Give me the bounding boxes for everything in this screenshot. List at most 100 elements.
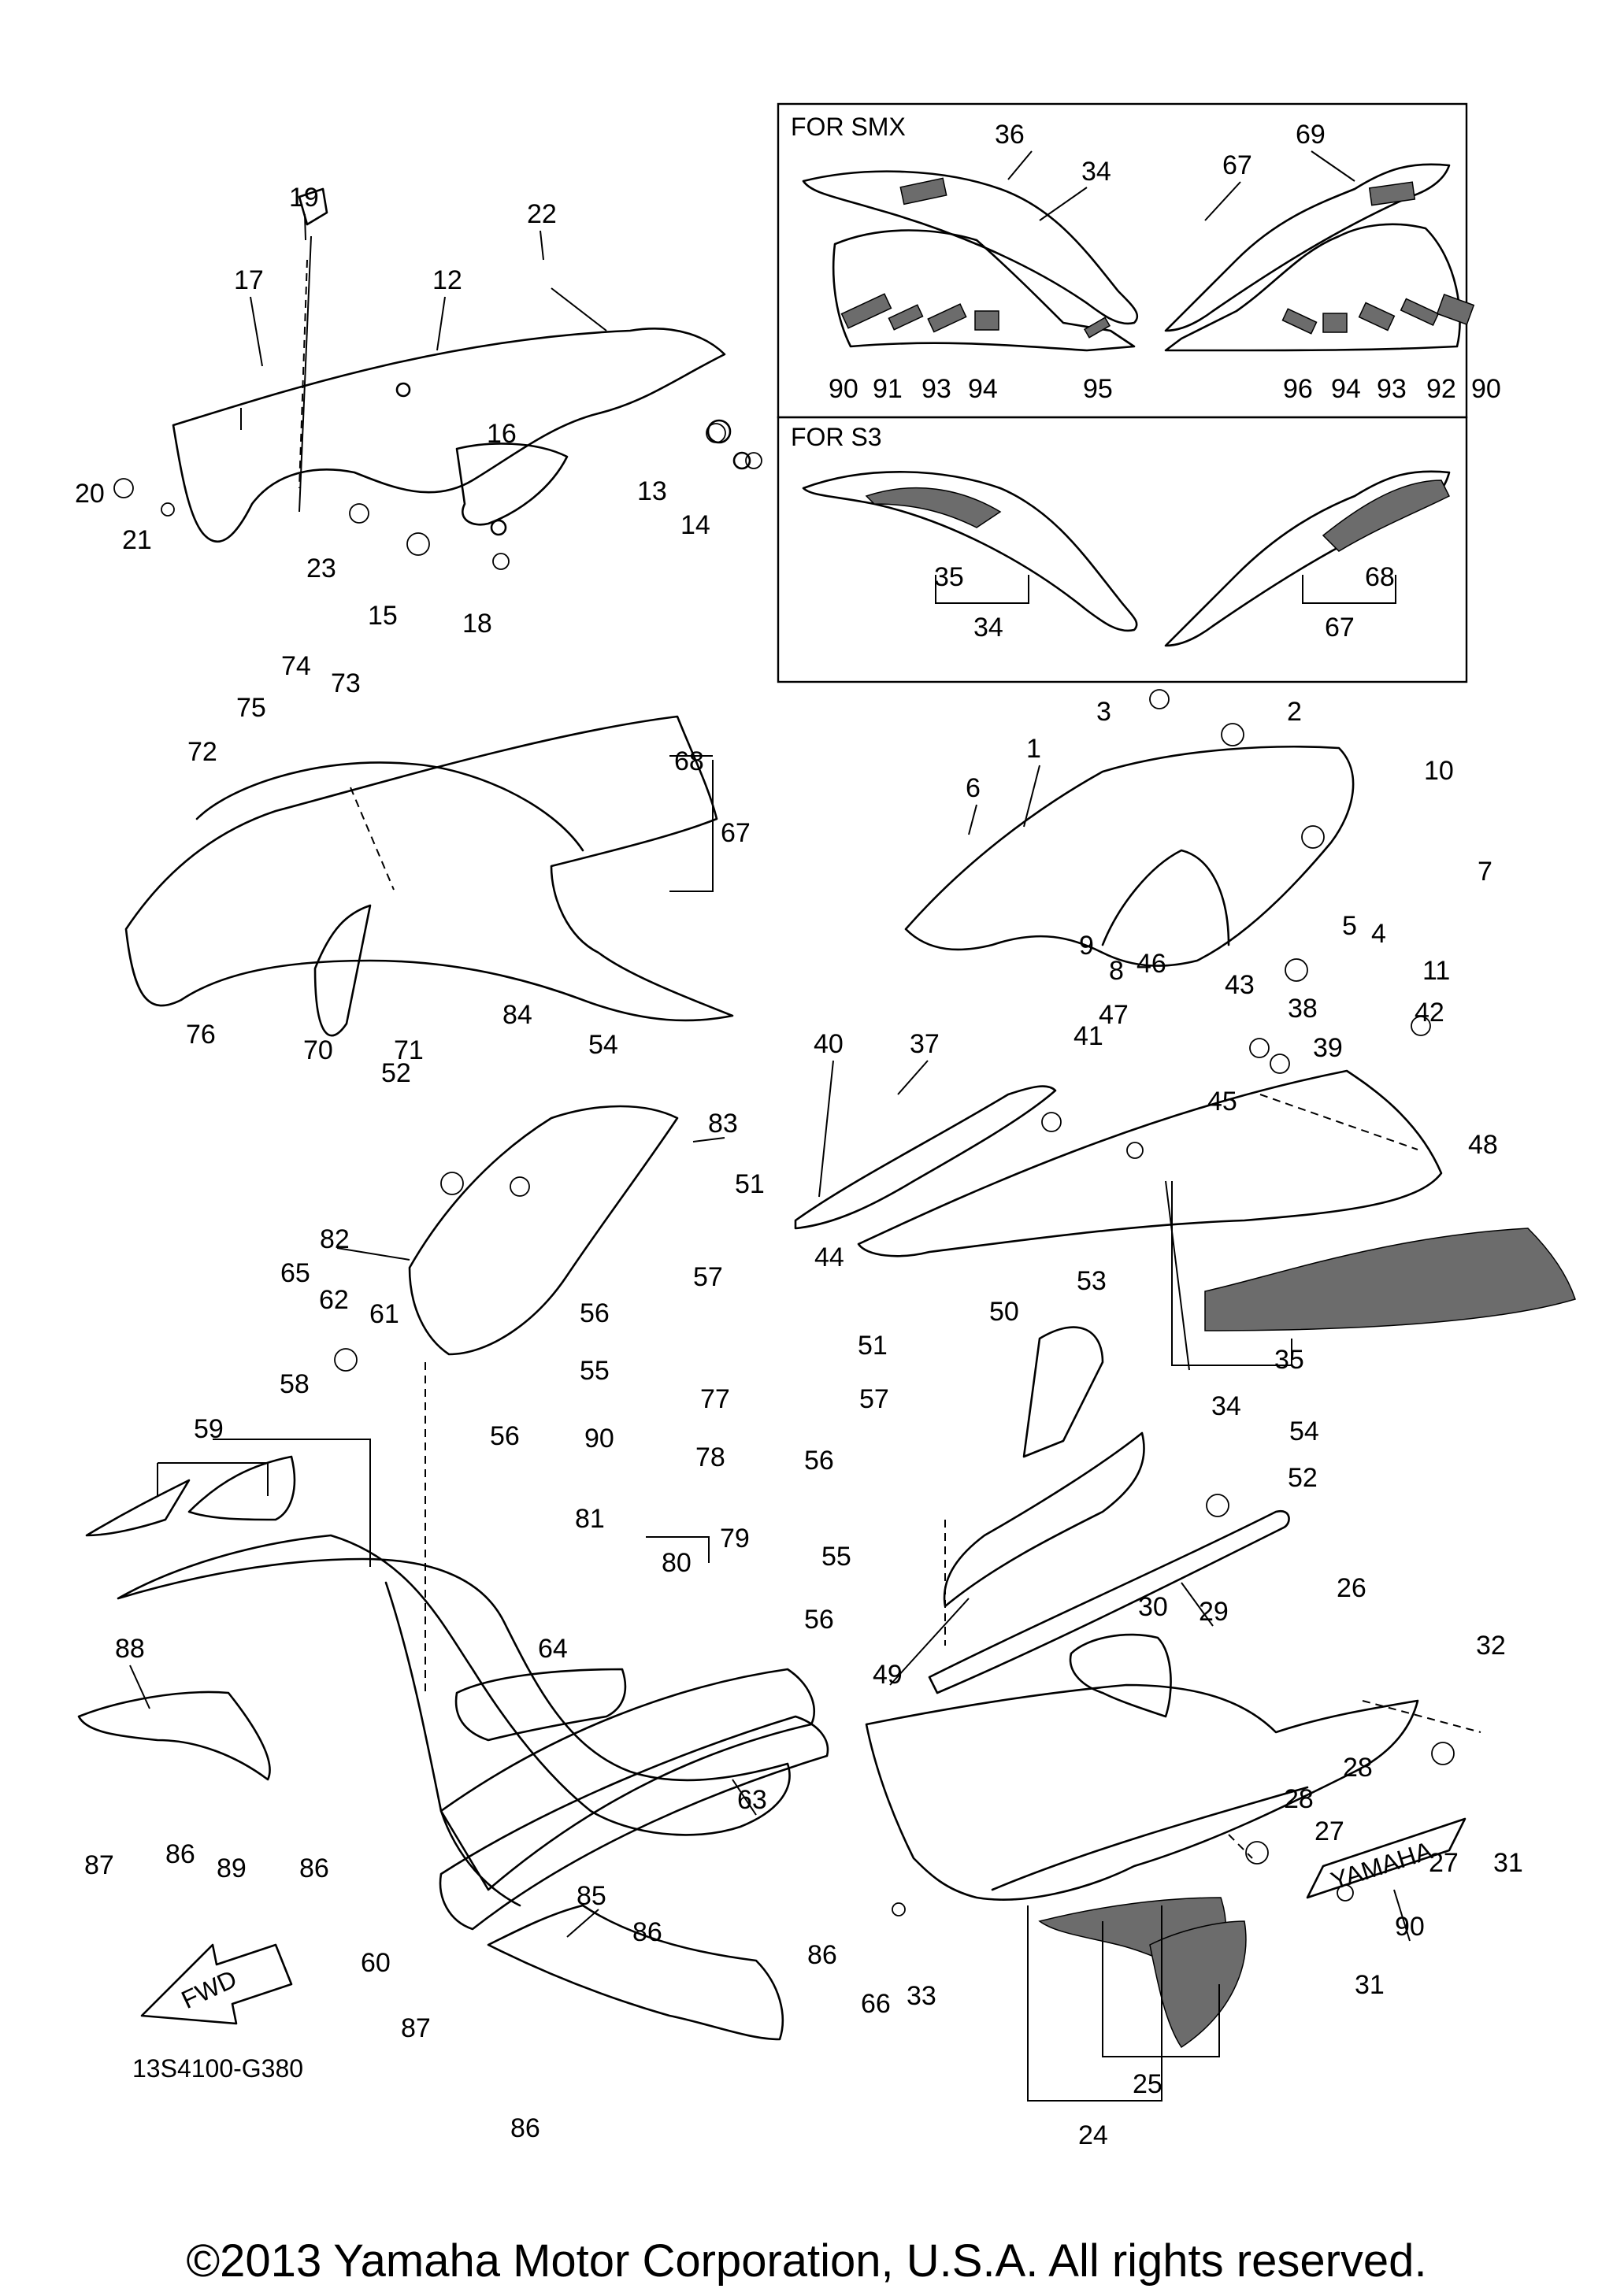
- callout-79: 79: [720, 1524, 750, 1554]
- callout-86d: 86: [807, 1940, 837, 1970]
- callout-28b: 28: [1284, 1784, 1314, 1814]
- s3-right-side-cover: [1164, 470, 1451, 647]
- callout-31b: 31: [1355, 1970, 1385, 2000]
- callout-52-right: 52: [1288, 1463, 1318, 1493]
- right-long-panel-34: [857, 1069, 1576, 1331]
- callout-22: 22: [527, 199, 557, 229]
- callout-92: 92: [1426, 374, 1456, 404]
- callout-5: 5: [1342, 911, 1357, 941]
- callout-44: 44: [814, 1242, 844, 1272]
- under-cover-88: [77, 1691, 271, 1781]
- callout-46: 46: [1137, 949, 1166, 979]
- callout-90b: 90: [1471, 374, 1501, 404]
- callout-36: 36: [995, 120, 1025, 150]
- callout-27b: 27: [1429, 1848, 1459, 1878]
- decal-25: [1038, 1897, 1247, 2049]
- callout-85: 85: [577, 1881, 606, 1911]
- callout-76: 76: [186, 1020, 216, 1050]
- callout-57: 57: [693, 1262, 723, 1292]
- callout-9: 9: [1079, 931, 1094, 961]
- air-duct-64: [454, 1668, 627, 1742]
- callout-61: 61: [369, 1299, 399, 1329]
- callout-42: 42: [1415, 998, 1444, 1028]
- callout-86b: 86: [299, 1853, 329, 1883]
- callout-18: 18: [462, 609, 492, 639]
- callout-66: 66: [861, 1989, 891, 2019]
- dashed-assembly-lines: [298, 259, 1481, 1859]
- callout-68-main: 68: [674, 746, 704, 776]
- callout-70: 70: [303, 1035, 333, 1065]
- callouts-upper-left: 19 17 12 22 16 20 21 13 14 23 15 18: [75, 183, 710, 639]
- callout-37: 37: [910, 1029, 940, 1059]
- callout-8: 8: [1109, 956, 1124, 986]
- callout-4: 4: [1371, 919, 1386, 949]
- callouts-smx: 36 34 69 67 90 91 93 94 95 96 94 93 92 9…: [829, 120, 1501, 404]
- inset-smx-title: FOR SMX: [791, 113, 906, 141]
- callout-43: 43: [1225, 970, 1255, 1000]
- callout-58: 58: [280, 1369, 310, 1399]
- callout-60: 60: [361, 1948, 391, 1978]
- diagram-code: 13S4100-G380: [132, 2054, 303, 2083]
- callout-52: 52: [381, 1058, 411, 1088]
- callout-71: 71: [394, 1035, 424, 1065]
- callout-86a: 86: [165, 1839, 195, 1869]
- fwd-arrow-icon: FWD: [140, 1943, 293, 2025]
- callout-87: 87: [84, 1850, 114, 1880]
- right-panel-decal-35: [1204, 1228, 1576, 1331]
- callout-13: 13: [637, 476, 667, 506]
- callout-49: 49: [873, 1660, 903, 1690]
- callout-95: 95: [1083, 374, 1113, 404]
- callout-38: 38: [1288, 994, 1318, 1024]
- callout-91: 91: [873, 374, 903, 404]
- callout-53: 53: [1077, 1266, 1107, 1296]
- copyright-notice: ©2013 Yamaha Motor Corporation, U.S.A. A…: [186, 2235, 1427, 2287]
- callout-57-right: 57: [859, 1384, 889, 1414]
- callout-28a: 28: [1343, 1753, 1373, 1783]
- right-strip-29: [928, 1509, 1290, 1694]
- callout-23: 23: [306, 554, 336, 583]
- callout-84: 84: [502, 1000, 532, 1030]
- callout-34-s3: 34: [973, 613, 1003, 643]
- inset-box-s3: FOR S3: [777, 416, 1468, 683]
- callout-86e: 86: [510, 2113, 540, 2143]
- callout-88: 88: [115, 1634, 145, 1664]
- callout-7: 7: [1478, 857, 1492, 887]
- callout-87b: 87: [401, 2013, 431, 2043]
- callout-11: 11: [1422, 956, 1450, 986]
- callout-17: 17: [234, 265, 264, 295]
- callout-86c: 86: [632, 1917, 662, 1947]
- callout-81: 81: [575, 1504, 605, 1534]
- callout-32: 32: [1476, 1631, 1506, 1661]
- callout-16: 16: [487, 419, 517, 449]
- callout-73: 73: [331, 668, 361, 698]
- callout-1: 1: [1026, 734, 1041, 764]
- callout-54-right: 54: [1289, 1416, 1319, 1446]
- callout-90a: 90: [829, 374, 858, 404]
- callout-6: 6: [966, 773, 981, 803]
- callout-15: 15: [368, 601, 398, 631]
- callout-93a: 93: [921, 374, 951, 404]
- callout-63: 63: [737, 1785, 767, 1815]
- s3-decal-right: [1322, 480, 1451, 552]
- callout-55: 55: [580, 1356, 610, 1386]
- callouts-right-cowling: 3 2 1 10 6 7 5 4 11 9 8 46 47 43 38 39 4…: [814, 697, 1498, 1421]
- callout-27a: 27: [1315, 1816, 1344, 1846]
- callout-55-right: 55: [821, 1542, 851, 1572]
- callout-67: 67: [1222, 150, 1252, 180]
- callout-51: 51: [735, 1169, 765, 1199]
- callout-72: 72: [187, 737, 217, 767]
- callout-77: 77: [700, 1384, 730, 1414]
- callout-94b: 94: [1331, 374, 1361, 404]
- callouts-left-inner: 84 54 52 83 51 82 57 56 55 65 62 61 56: [280, 1000, 765, 1451]
- inset-box-smx: FOR SMX: [777, 102, 1468, 419]
- callout-45: 45: [1207, 1087, 1237, 1117]
- callouts-right-inner: 53 50 51 57 56 54 52 55 56 29 49 30: [804, 1266, 1319, 1690]
- callout-94a: 94: [968, 374, 998, 404]
- callout-90-right: 90: [1395, 1912, 1425, 1942]
- callout-50: 50: [989, 1297, 1019, 1327]
- callout-80: 80: [662, 1548, 692, 1578]
- right-lower-cowling: [865, 1683, 1419, 1901]
- left-side-flap-59: [85, 1455, 296, 1537]
- callouts-s3: 35 34 68 67: [934, 562, 1395, 643]
